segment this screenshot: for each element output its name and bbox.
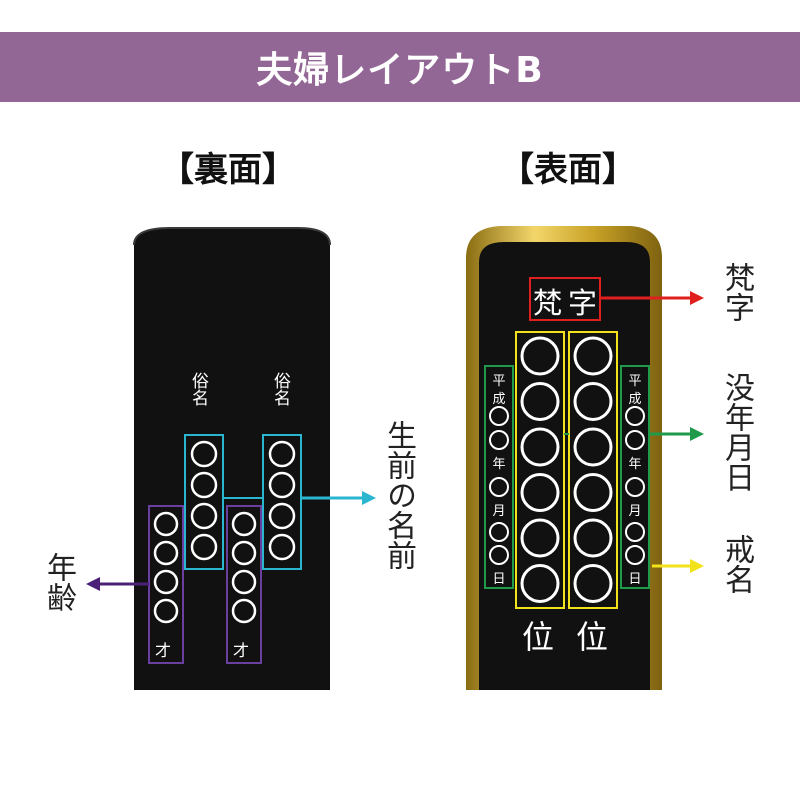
bonji-text: 梵字 [533, 286, 604, 320]
name-callout-label: 生前の名前 [381, 420, 416, 570]
name-circles-right [268, 440, 296, 561]
placeholder-circle [573, 473, 613, 512]
date-char: 月 [628, 504, 641, 519]
date-char: 成 [492, 392, 505, 407]
placeholder-circle [231, 569, 257, 595]
back-tablet-top-edge [133, 227, 331, 246]
placeholder-circle [573, 336, 613, 376]
date-placeholder-circle [625, 545, 645, 565]
title-banner: 夫婦レイアウトB [0, 32, 800, 102]
date-placeholder-circle [489, 545, 509, 565]
placeholder-circle [268, 440, 296, 468]
name-circles-left [190, 440, 218, 561]
age-callout-arrowhead [86, 577, 100, 591]
date-char: 成 [628, 392, 641, 407]
placeholder-circle [153, 569, 179, 595]
placeholder-circle [520, 564, 560, 603]
kaimyo-box-left [515, 331, 565, 609]
kaimyo-box-right [568, 331, 618, 609]
age-callout-label: 年齢 [41, 552, 76, 612]
placeholder-circle [153, 598, 179, 624]
kaimyo-suffix-right: 位 [576, 618, 609, 656]
placeholder-circle [573, 427, 613, 467]
zokumyo-label-right: 俗名 [270, 372, 290, 406]
placeholder-circle [520, 336, 560, 376]
zokumyo-label-left: 俗名 [188, 372, 208, 406]
age-circles-left [153, 511, 179, 624]
bonji-callout-label: 梵字 [719, 262, 754, 322]
date-placeholder-circle [489, 406, 509, 426]
kaimyo-circles-right [573, 336, 613, 603]
bonji-callout-arrowhead [690, 291, 704, 305]
placeholder-circle [231, 511, 257, 537]
placeholder-circle [573, 518, 613, 558]
placeholder-circle [190, 533, 218, 561]
kaimyo-suffix-left: 位 [522, 618, 555, 656]
placeholder-circle [153, 540, 179, 566]
placeholder-circle [268, 502, 296, 530]
age-suffix-left: 才 [155, 641, 172, 660]
placeholder-circle [573, 382, 613, 421]
date-char: 日 [492, 572, 505, 587]
date-box-right [620, 365, 650, 589]
age-circles-right [231, 511, 257, 624]
date-placeholder-circle [625, 430, 645, 450]
kaimyo-circles-left [520, 336, 560, 603]
date-char: 平 [628, 374, 641, 389]
date-placeholder-circle [489, 477, 509, 497]
placeholder-circle [231, 540, 257, 566]
age-box-right [226, 505, 262, 664]
kaimyo-callout-label: 戒名 [719, 534, 754, 594]
date-placeholder-circle [489, 430, 509, 450]
placeholder-circle [153, 511, 179, 537]
placeholder-circle [520, 382, 560, 421]
placeholder-circle [520, 473, 560, 512]
date-callout-arrowhead [690, 427, 704, 441]
date-char: 日 [628, 572, 641, 587]
date-placeholder-circle [625, 406, 645, 426]
placeholder-circle [520, 518, 560, 558]
kaimyo-callout-arrowhead [690, 559, 704, 573]
name-callout-arrowhead [362, 491, 376, 505]
placeholder-circle [231, 598, 257, 624]
placeholder-circle [573, 564, 613, 603]
front-heading: 【表面】 [500, 150, 636, 190]
date-char: 平 [492, 374, 505, 389]
date-char: 年 [628, 457, 641, 472]
placeholder-circle [520, 427, 560, 467]
age-suffix-right: 才 [233, 641, 250, 660]
placeholder-circle [190, 471, 218, 499]
placeholder-circle [268, 471, 296, 499]
name-box-left [184, 434, 224, 570]
date-box-left [484, 365, 514, 589]
date-placeholder-circle [489, 522, 509, 542]
date-placeholder-circle [625, 477, 645, 497]
placeholder-circle [190, 502, 218, 530]
placeholder-circle [268, 533, 296, 561]
banner-title: 夫婦レイアウトB [256, 50, 544, 91]
name-box-right [262, 434, 302, 570]
back-heading: 【裏面】 [160, 150, 296, 190]
date-callout-label: 没年月日 [719, 372, 754, 492]
date-char: 月 [492, 504, 505, 519]
placeholder-circle [190, 440, 218, 468]
date-char: 年 [492, 457, 505, 472]
date-placeholder-circle [625, 522, 645, 542]
